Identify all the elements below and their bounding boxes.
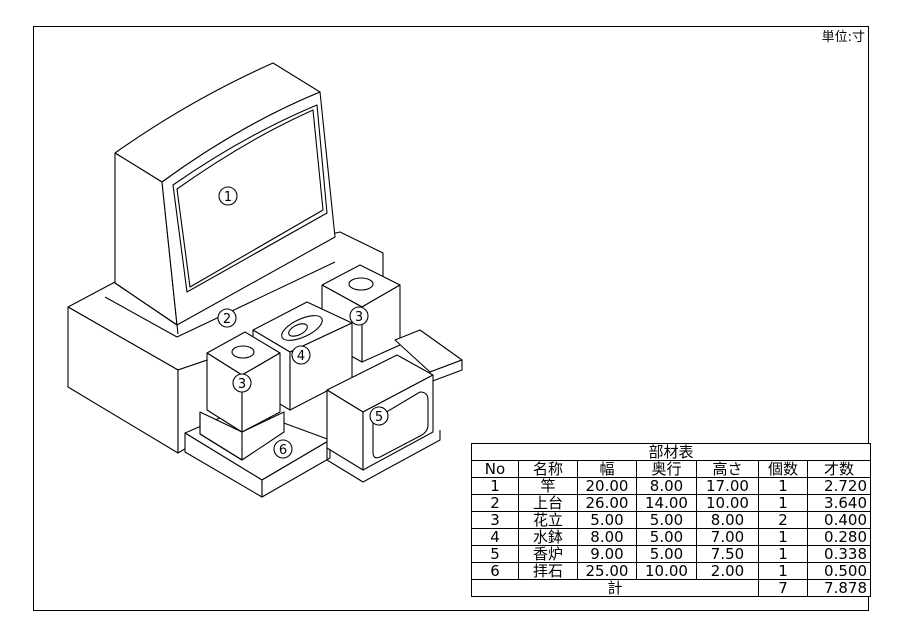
callout-6: 6 — [273, 439, 293, 459]
cell-no: 3 — [471, 511, 519, 529]
callout-5: 5 — [369, 406, 389, 426]
cell-count: 1 — [758, 528, 808, 546]
cell-depth: 8.00 — [636, 477, 697, 495]
unit-label: 単位:寸 — [821, 30, 865, 45]
cell-width: 8.00 — [577, 528, 637, 546]
cell-width: 25.00 — [577, 562, 637, 580]
cell-count: 1 — [758, 477, 808, 495]
incense-burner — [326, 354, 441, 483]
cell-depth: 14.00 — [636, 494, 697, 512]
left-flower-vase — [199, 331, 285, 461]
drawing-frame — [33, 26, 869, 611]
svg-text:6: 6 — [279, 443, 287, 458]
cell-sai: 0.400 — [807, 511, 871, 529]
svg-text:1: 1 — [224, 190, 232, 205]
callout-3-right: 3 — [349, 306, 369, 326]
callouts: 1 2 3 4 3 5 6 — [217, 186, 389, 459]
cell-no: 5 — [471, 545, 519, 563]
header-sai: 才数 — [807, 460, 871, 478]
header-name: 名称 — [518, 460, 578, 478]
svg-text:2: 2 — [223, 312, 231, 327]
cell-count: 1 — [758, 562, 808, 580]
total-label: 計 — [471, 579, 759, 597]
cell-height: 17.00 — [696, 477, 759, 495]
header-no: No — [471, 460, 519, 478]
side-slab — [394, 329, 463, 383]
cell-count: 2 — [758, 511, 808, 529]
stele — [114, 62, 336, 335]
header-depth: 奥行 — [636, 460, 697, 478]
cell-width: 26.00 — [577, 494, 637, 512]
callout-1: 1 — [218, 186, 238, 206]
cell-name: 香炉 — [518, 545, 578, 563]
cell-name: 竿 — [518, 477, 578, 495]
header-width: 幅 — [577, 460, 637, 478]
callout-2: 2 — [217, 308, 237, 328]
cell-sai: 2.720 — [807, 477, 871, 495]
table-header-row: No 名称 幅 奥行 高さ 個数 才数 — [471, 460, 871, 478]
cell-height: 8.00 — [696, 511, 759, 529]
svg-text:5: 5 — [375, 410, 383, 425]
cell-height: 2.00 — [696, 562, 759, 580]
cell-no: 6 — [471, 562, 519, 580]
cell-name: 水鉢 — [518, 528, 578, 546]
table-total-row: 計 7 7.878 — [471, 579, 871, 597]
cell-name: 上台 — [518, 494, 578, 512]
cell-sai: 0.500 — [807, 562, 871, 580]
svg-text:4: 4 — [297, 349, 305, 364]
cell-width: 20.00 — [577, 477, 637, 495]
cell-height: 7.00 — [696, 528, 759, 546]
cell-height: 7.50 — [696, 545, 759, 563]
callout-4: 4 — [291, 345, 311, 365]
svg-text:3: 3 — [355, 310, 363, 325]
cell-count: 1 — [758, 545, 808, 563]
cell-count: 1 — [758, 494, 808, 512]
cell-sai: 3.640 — [807, 494, 871, 512]
cell-no: 2 — [471, 494, 519, 512]
cell-name: 拝石 — [518, 562, 578, 580]
total-sai: 7.878 — [807, 579, 871, 597]
table-title-row: 部材表 — [471, 443, 871, 461]
cell-no: 1 — [471, 477, 519, 495]
cell-depth: 5.00 — [636, 528, 697, 546]
cell-height: 10.00 — [696, 494, 759, 512]
cell-width: 9.00 — [577, 545, 637, 563]
total-count: 7 — [758, 579, 808, 597]
svg-text:3: 3 — [238, 377, 246, 392]
cell-sai: 0.280 — [807, 528, 871, 546]
header-count: 個数 — [758, 460, 808, 478]
cell-depth: 10.00 — [636, 562, 697, 580]
cell-depth: 5.00 — [636, 511, 697, 529]
cell-width: 5.00 — [577, 511, 637, 529]
table-title: 部材表 — [471, 443, 871, 461]
cell-no: 4 — [471, 528, 519, 546]
header-height: 高さ — [696, 460, 759, 478]
cell-name: 花立 — [518, 511, 578, 529]
cell-sai: 0.338 — [807, 545, 871, 563]
cell-depth: 5.00 — [636, 545, 697, 563]
callout-3-left: 3 — [232, 373, 252, 393]
